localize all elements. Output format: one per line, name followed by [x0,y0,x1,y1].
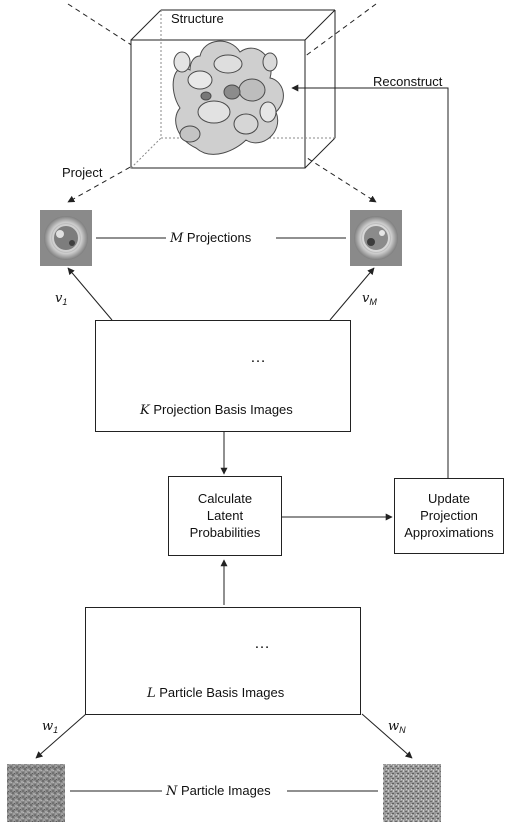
particle-image-w1 [7,764,65,822]
vM-symbol: v [362,291,370,306]
structure-label: Structure [171,11,224,26]
particle-basis-label: L Particle Basis Images [147,685,284,702]
vM-subscript: M [369,297,377,307]
wN-symbol: w [388,719,400,734]
particle-images-symbol: N [166,784,178,799]
calculate-probabilities-text: Calculate Latent Probabilities [168,490,282,541]
projection-image-vM [350,210,402,266]
particle-basis-text: Particle Basis Images [155,685,285,700]
wN-label: wN [388,718,406,738]
projection-basis-label: K Projection Basis Images [140,402,293,419]
arrow-to-w1 [35,713,87,759]
projection-image-v1 [40,210,92,266]
update-approximations-text: Update Projection Approximations [394,490,504,541]
projection-basis-text: Projection Basis Images [149,402,293,417]
dashed-line-upper-right [231,3,377,111]
vM-label: vM [362,290,377,310]
reconstruct-label: Reconstruct [373,74,443,89]
particle-image-wN [383,764,441,822]
calc-line-3: Probabilities [189,525,261,540]
w1-symbol: w [42,719,54,734]
projections-text: Projections [183,230,252,245]
arrow-to-vM [329,267,375,321]
projection-basis-box [95,320,351,432]
update-line-3: Approximations [404,525,494,540]
particle-basis-ellipsis: … [254,635,270,652]
calculate-probabilities-box [168,476,282,556]
arrow-to-v1 [67,267,113,321]
projection-basis-symbol: K [140,403,150,418]
w1-label: w1 [42,718,58,738]
particle-images-text: Particle Images [177,783,271,798]
calc-line-2: Latent [206,508,244,523]
v1-symbol: v [55,291,63,306]
projections-count-symbol: M [170,231,184,246]
w1-subscript: 1 [53,725,59,735]
update-line-1: Update [428,491,470,506]
particle-basis-symbol: L [147,686,156,701]
project-label: Project [62,165,103,180]
calc-line-1: Calculate [197,491,253,506]
projections-label: M Projections [170,230,251,247]
v1-subscript: 1 [62,297,68,307]
arrow-to-wN [361,713,413,759]
wN-subscript: N [399,725,406,735]
structure-density-map [172,40,284,155]
particle-images-label: N Particle Images [166,783,271,800]
particle-basis-box [85,607,361,715]
update-line-2: Projection [420,508,478,523]
v1-label: v1 [55,290,67,310]
reconstruct-arrow [291,84,449,478]
projection-basis-ellipsis: … [250,349,266,366]
update-approximations-box [394,478,504,554]
